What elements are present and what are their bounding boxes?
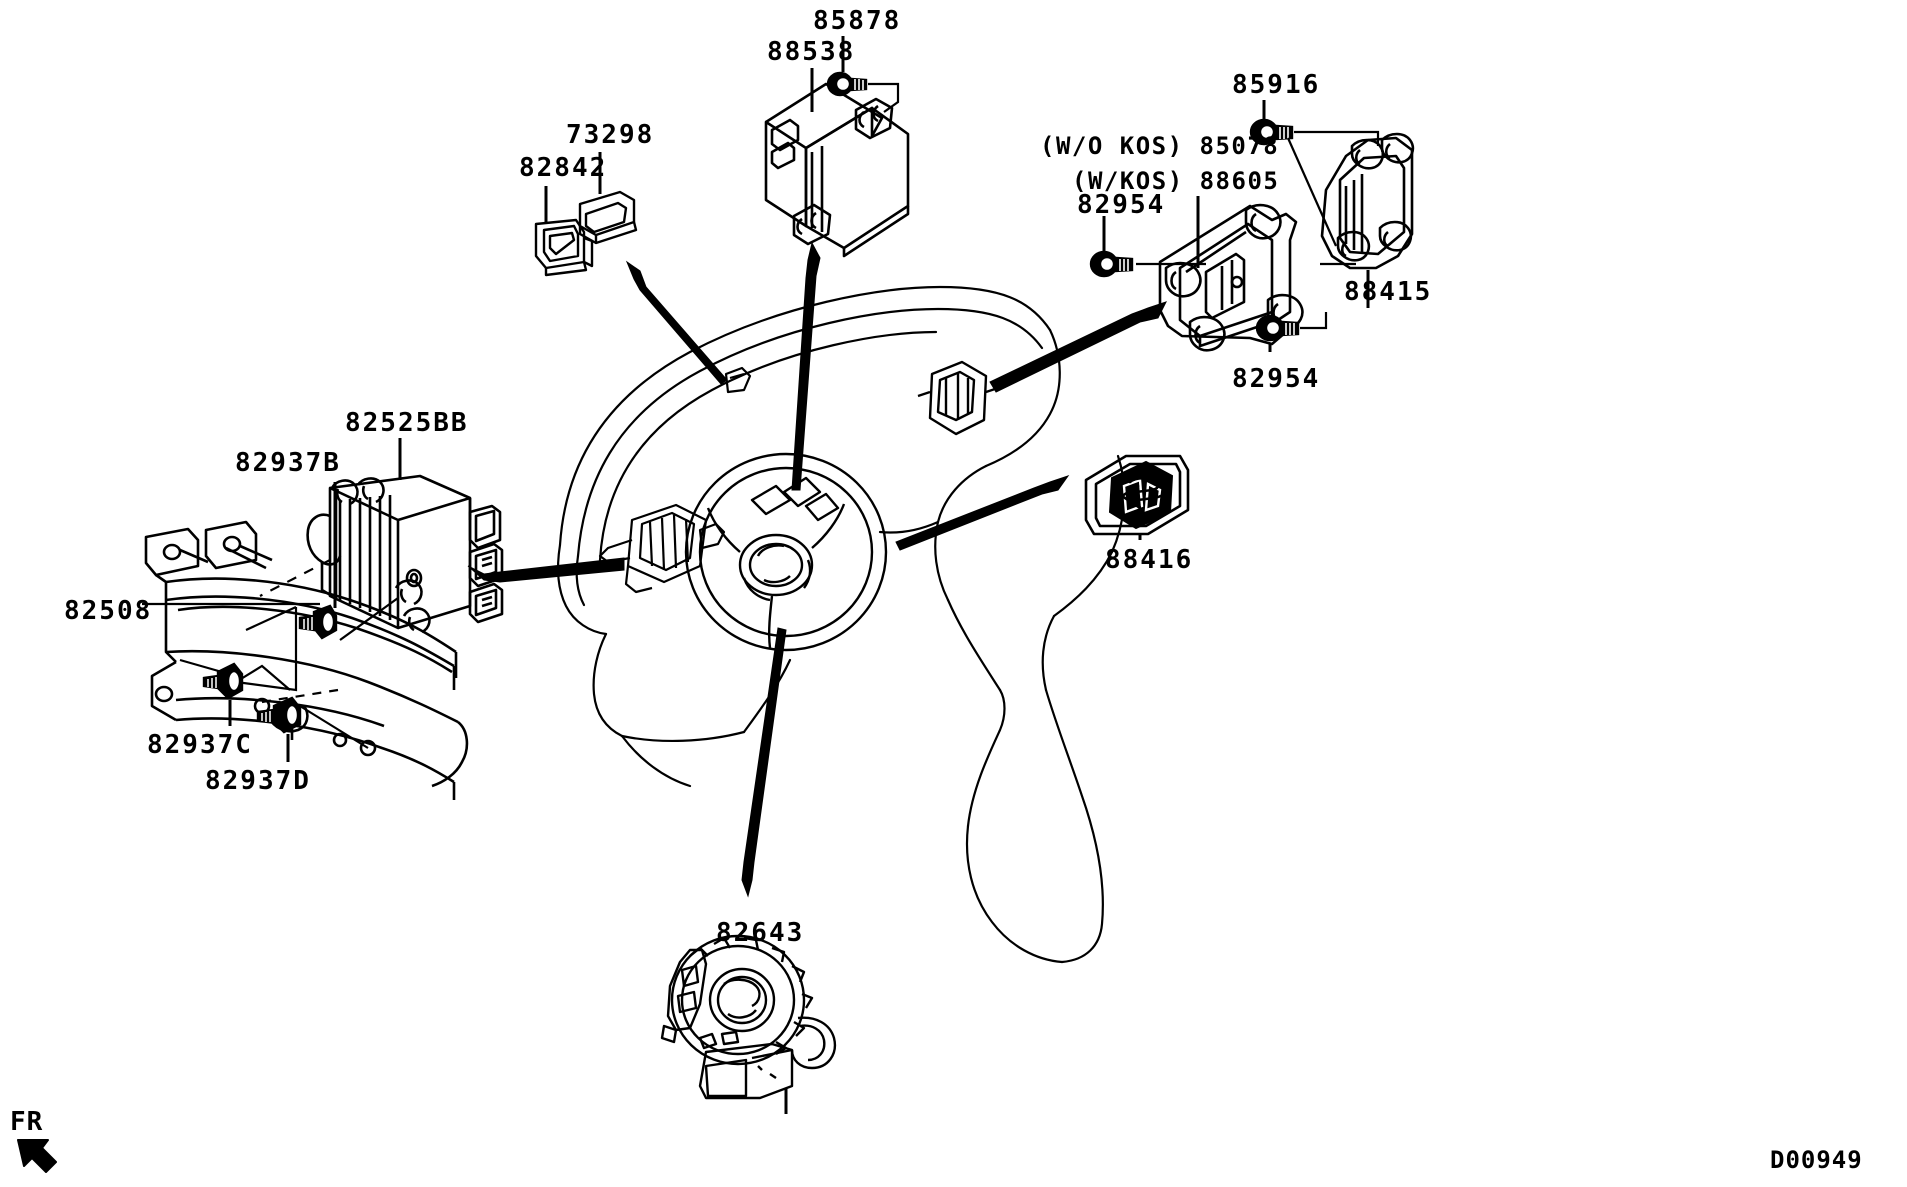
part-73298-cap — [578, 190, 638, 245]
leader-85878-elbow — [868, 82, 900, 113]
part-82525bb-amplifier — [306, 474, 504, 634]
dash-clip-73298-target — [724, 366, 752, 394]
part-number-85078-wo-kos: (W/O KOS) 85078 — [1040, 132, 1280, 160]
part-82954-screw-upper — [1089, 250, 1134, 278]
part-88415-module — [1320, 132, 1415, 270]
part-82937d-bolt — [256, 696, 302, 734]
leader-82954-lower-elbow — [1300, 312, 1328, 330]
part-number-82937d: 82937D — [205, 766, 311, 796]
part-number-82937c: 82937C — [147, 730, 253, 760]
arrow-to-88416 — [895, 475, 1070, 551]
part-82937c-bolt — [202, 662, 244, 700]
part-88538-control-unit — [764, 82, 910, 258]
part-number-85878: 85878 — [813, 6, 902, 36]
arrow-to-82525bb — [467, 557, 625, 583]
part-82937b-bolt — [298, 604, 338, 640]
part-85878-screw — [826, 71, 868, 97]
leader-82937c-pointer — [179, 658, 223, 674]
part-number-82643: 82643 — [716, 918, 805, 948]
part-88416-switch — [1084, 454, 1190, 536]
part-number-88416: 88416 — [1105, 545, 1194, 575]
part-number-82508: 82508 — [64, 596, 153, 626]
construction-line-amp-lower — [339, 597, 399, 641]
arrow-to-85078 — [989, 301, 1167, 393]
part-82643-clock-spring — [660, 934, 837, 1100]
front-direction-label: FR — [10, 1107, 44, 1137]
part-number-88538: 88538 — [767, 37, 856, 67]
part-85916-screw — [1249, 118, 1294, 146]
leader-85916-construction — [1286, 137, 1338, 247]
dashboard-outline — [556, 285, 1126, 964]
part-number-85916: 85916 — [1232, 70, 1321, 100]
part-number-88415: 88415 — [1344, 277, 1433, 307]
construction-82937b-c — [235, 664, 291, 691]
construction-line-amp-to-bracket — [259, 559, 331, 597]
leader-85916-elbow — [1294, 130, 1380, 146]
construction-82937d — [261, 688, 339, 704]
part-number-73298: 73298 — [566, 120, 655, 150]
front-direction-arrow — [17, 1139, 57, 1173]
dash-connector-85078-target — [917, 360, 999, 436]
part-number-82525bb: 82525BB — [345, 408, 469, 438]
part-number-82937b: 82937B — [235, 448, 341, 478]
arrow-to-82643 — [741, 627, 787, 898]
construction-82937b-b — [245, 606, 297, 631]
part-number-88605-w-kos: (W/KOS) 88605 — [1072, 167, 1280, 195]
part-82954-screw-lower — [1255, 314, 1300, 342]
part-number-82954-upper: 82954 — [1077, 190, 1166, 220]
drawing-code-label: D00949 — [1770, 1146, 1863, 1174]
part-number-82954-lower: 82954 — [1232, 364, 1321, 394]
part-number-82842: 82842 — [519, 153, 608, 183]
steering-wheel — [684, 452, 888, 652]
construction-82937b-a — [235, 607, 298, 692]
arrow-to-88538 — [791, 241, 821, 491]
leader-82937d-pointer — [299, 705, 369, 749]
arrow-to-82842-73298 — [625, 260, 728, 385]
combination-switch — [598, 503, 726, 594]
